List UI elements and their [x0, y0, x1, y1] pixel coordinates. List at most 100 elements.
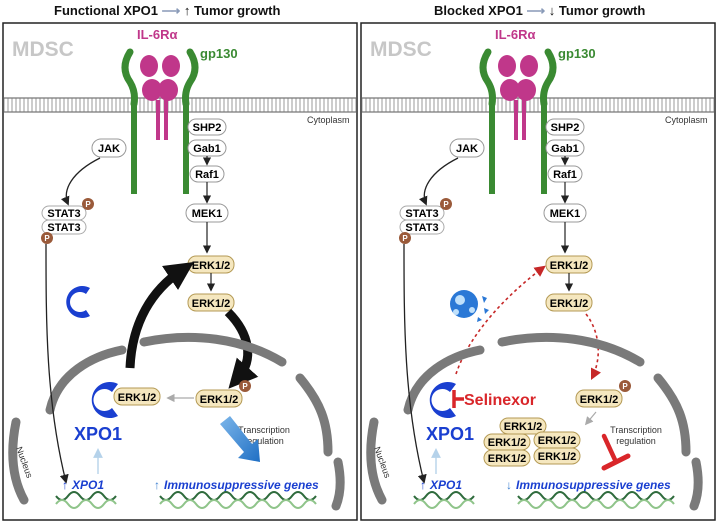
stat3-node-2	[41, 219, 87, 235]
cytoplasm-label: Cytoplasm	[307, 115, 350, 125]
erk-accumulation-cluster: ERK1/2 ERK1/2 ERK1/2 ERK1/2 ERK1/2	[483, 417, 581, 467]
gp130-label: gp130	[200, 46, 238, 61]
svg-text:STAT3: STAT3	[405, 222, 438, 234]
svg-text:ERK1/2: ERK1/2	[580, 394, 619, 406]
transcription-inhibition-icon	[601, 433, 631, 471]
svg-text:JAK: JAK	[456, 143, 478, 155]
phospho-badge	[440, 198, 452, 210]
svg-text:ERK1/2: ERK1/2	[538, 451, 577, 463]
phospho-badge	[82, 198, 94, 210]
transcription-label: Transcription	[238, 425, 290, 435]
nuclear-envelope	[366, 332, 703, 511]
svg-text:SHP2: SHP2	[551, 122, 580, 134]
jak-label: JAK	[98, 143, 120, 155]
mdsc-label: MDSC	[12, 38, 74, 61]
nuclear-envelope	[8, 332, 345, 511]
stat3-label-1: STAT3	[47, 208, 80, 220]
svg-text:P: P	[622, 382, 628, 391]
regulation-label: regulation	[616, 436, 656, 446]
svg-text:P: P	[402, 234, 408, 243]
svg-text:STAT3: STAT3	[405, 208, 438, 220]
transcription-label: Transcription	[610, 425, 662, 435]
svg-text:Gab1: Gab1	[193, 143, 221, 155]
xpo1-label: XPO1	[426, 424, 474, 444]
gp130-receptor	[479, 48, 557, 194]
upregulation-arrow-icon	[220, 416, 260, 462]
xpo1-gene-label: XPO1	[71, 478, 104, 492]
svg-text:ERK1/2: ERK1/2	[488, 453, 527, 465]
svg-text:MEK1: MEK1	[550, 208, 581, 220]
erk-node-2	[545, 293, 593, 312]
svg-text:ERK1/2: ERK1/2	[504, 421, 543, 433]
xpo1-icon	[429, 382, 456, 418]
dna-strand-immuno	[517, 491, 675, 509]
immuno-genes-label: Immunosuppressive genes	[516, 478, 671, 492]
immuno-genes-down-arrow: ↓	[506, 478, 512, 492]
right-title-suffix: Tumor growth	[558, 3, 646, 18]
svg-text:ERK1/2: ERK1/2	[192, 260, 231, 272]
erk-xpo1-complex	[113, 387, 161, 406]
stat3-label-2: STAT3	[47, 222, 80, 234]
right-title-arrow-icon: ⟶	[526, 3, 546, 18]
shp2-node	[545, 118, 585, 136]
dna-strand-xpo1	[413, 491, 475, 509]
svg-text:Raf1: Raf1	[553, 169, 577, 181]
xpo1-gene-arrow: ↑	[62, 478, 68, 492]
erk-nuclear-node	[575, 389, 623, 408]
svg-text:P: P	[44, 234, 50, 243]
free-xpo1-icon	[66, 286, 90, 319]
right-panel-title: Blocked XPO1 ⟶ ↓ Tumor growth	[434, 0, 645, 22]
cell-membrane	[362, 98, 714, 112]
left-panel-title: Functional XPO1 ⟶ ↑ Tumor growth	[54, 0, 280, 22]
left-title-arrow-icon: ⟶	[161, 3, 181, 18]
erk-import-arrow	[585, 313, 602, 381]
right-panel: MDSC Cytoplasm IL-6Rα gp130 JAK STAT3 ST…	[360, 22, 716, 521]
il6ra-receptor	[140, 55, 180, 140]
svg-text:MEK1: MEK1	[192, 208, 223, 220]
svg-text:ERK1/2: ERK1/2	[192, 298, 231, 310]
shp2-node	[187, 118, 227, 136]
phospho-badge	[399, 232, 411, 244]
immuno-genes-arrow: ↑	[154, 478, 160, 492]
phospho-badge	[619, 380, 631, 392]
right-title-prefix: Blocked XPO1	[434, 3, 523, 18]
left-title-prefix: Functional XPO1	[54, 3, 159, 18]
svg-text:ERK1/2: ERK1/2	[118, 392, 157, 404]
stat3-node-2	[399, 219, 445, 235]
il6ra-receptor	[498, 55, 538, 140]
svg-text:ERK1/2: ERK1/2	[538, 435, 577, 447]
left-title-suffix: Tumor growth	[194, 3, 281, 18]
xpo1-label: XPO1	[74, 424, 122, 444]
cell-membrane	[4, 98, 356, 112]
erk-node-2	[187, 293, 235, 312]
gp130-label: gp130	[558, 46, 596, 61]
xpo1-icon	[91, 382, 118, 418]
regulation-label: regulation	[244, 436, 284, 446]
selinexor-label: Selinexor	[464, 392, 536, 409]
dna-strand-immuno	[159, 491, 317, 509]
erk-nuclear-export-arrow	[125, 262, 194, 369]
il6ra-label: IL-6Rα	[137, 27, 178, 42]
gp130-receptor	[121, 48, 199, 194]
phospho-badge	[239, 380, 251, 392]
svg-text:ERK1/2: ERK1/2	[550, 260, 589, 272]
dna-strand-xpo1	[55, 491, 117, 509]
jak-node	[91, 138, 127, 158]
left-panel: MDSC Cytoplasm IL-6Rα gp130 JAK STAT3	[2, 22, 358, 521]
erk-nuclear-node	[195, 389, 243, 408]
svg-text:P: P	[443, 200, 449, 209]
right-title-down-arrow: ↓	[548, 3, 556, 18]
phospho-badge	[41, 232, 53, 244]
left-title-up-arrow: ↑	[183, 3, 191, 18]
svg-text:Raf1: Raf1	[195, 169, 219, 181]
mdsc-label: MDSC	[370, 38, 432, 61]
degraded-xpo1-icon	[450, 290, 489, 322]
svg-text:ERK1/2: ERK1/2	[488, 437, 527, 449]
xpo1-gene-arrow: ↑	[420, 478, 426, 492]
svg-text:Gab1: Gab1	[551, 143, 579, 155]
svg-text:ERK1/2: ERK1/2	[550, 298, 589, 310]
cytoplasm-label: Cytoplasm	[665, 115, 708, 125]
svg-text:SHP2: SHP2	[193, 122, 222, 134]
svg-text:P: P	[242, 382, 248, 391]
